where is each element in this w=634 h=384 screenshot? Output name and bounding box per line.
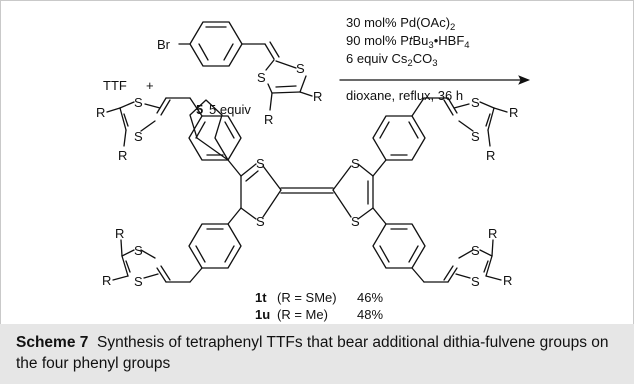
plus-sign: + xyxy=(146,78,154,93)
r-group-label: R xyxy=(264,112,273,127)
sulfur-atom-label: S xyxy=(134,129,143,144)
scheme-caption: Scheme 7 Synthesis of tetraphenyl TTFs t… xyxy=(0,324,634,384)
condition-solvent-temp-time: dioxane, reflux, 36 h xyxy=(346,88,463,103)
condition-catalyst: 30 mol% Pd(OAc)2 xyxy=(346,15,455,33)
product-yield: 48% xyxy=(357,307,383,322)
caption-label: Scheme 7 xyxy=(16,334,89,351)
r-group-label: R xyxy=(102,273,111,288)
sulfur-atom-label: S xyxy=(134,243,143,258)
r-group-label: R xyxy=(96,105,105,120)
reaction-arrow xyxy=(339,75,531,85)
sulfur-atom-label: S xyxy=(256,156,265,171)
r-group-label: R xyxy=(503,273,512,288)
sulfur-atom-label: S xyxy=(471,129,480,144)
caption-text: Synthesis of tetraphenyl TTFs that bear … xyxy=(16,334,609,372)
sulfur-atom-label: S xyxy=(134,95,143,110)
sulfur-atom-label: S xyxy=(471,274,480,289)
product-id: 1u xyxy=(255,307,270,322)
condition-base: 6 equiv Cs2CO3 xyxy=(346,51,438,69)
reaction-scheme-drawing: Br S S R R TTF + 5 5 equiv 30 mol% Pd(OA… xyxy=(96,15,531,322)
bromine-atom-label: Br xyxy=(157,37,171,52)
r-group-label: R xyxy=(118,148,127,163)
product-1t-entry: 1t (R = SMe) 46% xyxy=(255,290,383,305)
sulfur-atom-label: S xyxy=(351,156,360,171)
r-group-label: R xyxy=(509,105,518,120)
r-group-label: R xyxy=(486,148,495,163)
reagent-5-structure xyxy=(178,21,313,111)
product-id: 1t xyxy=(255,290,267,305)
sulfur-atom-label: S xyxy=(471,95,480,110)
sulfur-atom-label: S xyxy=(296,61,305,76)
r-group-label: R xyxy=(313,89,322,104)
condition-ligand: 90 mol% PtBu3•HBF4 xyxy=(346,33,470,51)
product-r-definition: (R = SMe) xyxy=(277,290,337,305)
product-r-definition: (R = Me) xyxy=(277,307,328,322)
sulfur-atom-label: S xyxy=(256,214,265,229)
sulfur-atom-label: S xyxy=(134,274,143,289)
product-structure xyxy=(106,97,508,283)
sulfur-atom-label: S xyxy=(351,214,360,229)
product-yield: 46% xyxy=(357,290,383,305)
reactant-ttf-label: TTF xyxy=(103,78,127,93)
sulfur-atom-label: S xyxy=(257,70,266,85)
product-1u-entry: 1u (R = Me) 48% xyxy=(255,307,383,322)
r-group-label: R xyxy=(115,226,124,241)
r-group-label: R xyxy=(488,226,497,241)
sulfur-atom-label: S xyxy=(471,243,480,258)
reagent-number-label: 5 xyxy=(196,102,203,117)
